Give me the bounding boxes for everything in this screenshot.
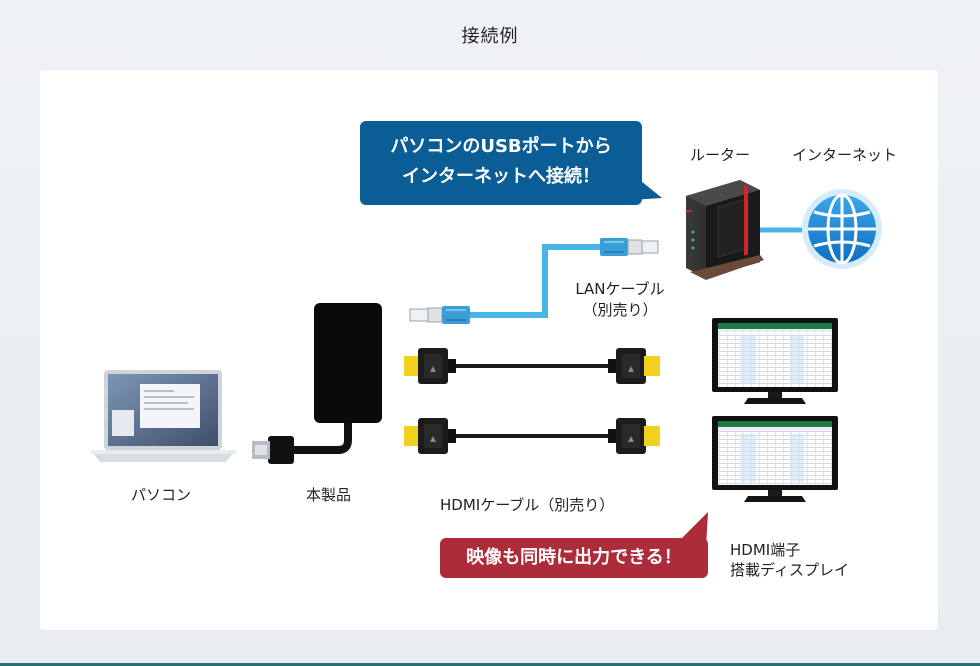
usb-adapter-icon [252, 303, 382, 464]
globe-icon [802, 189, 882, 269]
internet-label: インターネット [792, 146, 898, 164]
callout-line: インターネットへ接続！ [402, 166, 600, 187]
router-label: ルーター [690, 146, 751, 164]
hdmi-cable-top [404, 348, 660, 384]
product-label: 本製品 [306, 486, 352, 504]
pc-label: パソコン [131, 486, 192, 504]
bottom-rule [0, 663, 980, 666]
hdmi-cable-label: HDMIケーブル（別売り） [440, 496, 615, 514]
monitor-icon [712, 416, 838, 502]
lan-cable [409, 238, 659, 324]
hdmi-cable-bottom [404, 418, 660, 454]
page-title: 接続例 [461, 26, 519, 47]
usb-internet-callout: パソコンのUSBポートから インターネットへ接続！ [360, 121, 642, 205]
display-label-line2: 搭載ディスプレイ [730, 561, 849, 579]
lan-cable-label-line1: LANケーブル [575, 280, 665, 298]
lan-cable-label-line2: （別売り） [582, 301, 658, 319]
monitor-icon [712, 318, 838, 404]
lan-cable-label: LANケーブル （別売り） [560, 278, 680, 320]
laptop-icon [90, 370, 236, 462]
router-icon [686, 180, 764, 280]
video-output-callout: 映像も同時に出力できる！ [440, 538, 708, 578]
display-label: HDMI端子 搭載ディスプレイ [730, 540, 849, 580]
display-label-line1: HDMI端子 [730, 541, 801, 559]
callout-line: パソコンのUSBポートから [390, 136, 612, 157]
